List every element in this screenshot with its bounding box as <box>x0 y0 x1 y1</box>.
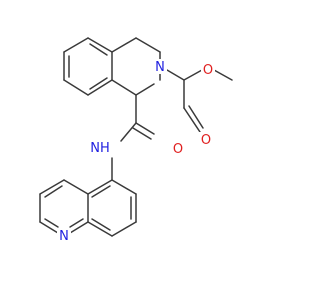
label-bg <box>57 228 71 243</box>
bond <box>87 179 113 195</box>
bond <box>44 185 63 198</box>
oxygen-ester-single-label: O <box>203 63 213 78</box>
structure-diagram: N O O O NH N <box>39 37 233 244</box>
label-bg <box>201 62 215 77</box>
bonds-main <box>39 69 233 237</box>
molecule-canvas: N O O O NH N <box>39 37 233 244</box>
label-backgrounds <box>57 59 215 243</box>
bond <box>183 107 201 133</box>
bond <box>135 83 155 96</box>
label-bg <box>166 135 180 150</box>
bond <box>111 221 137 237</box>
bond <box>87 221 113 237</box>
bond <box>89 43 108 56</box>
nitrogen-amide-label: NH <box>90 141 110 156</box>
label-bg <box>153 59 167 74</box>
bond <box>91 185 111 198</box>
bond <box>63 37 89 53</box>
bonds <box>63 37 161 96</box>
bond <box>69 218 84 228</box>
bond <box>89 77 108 90</box>
bond <box>111 37 137 53</box>
bond <box>183 69 203 81</box>
bond <box>188 105 204 129</box>
bond <box>87 79 113 96</box>
nitrogen-ring-label: N <box>155 60 165 75</box>
bond <box>87 37 113 53</box>
bond <box>44 218 59 228</box>
label-bg <box>199 132 213 147</box>
bond <box>135 37 161 53</box>
bond <box>111 79 137 96</box>
label-bg <box>87 139 115 155</box>
bond <box>135 122 155 135</box>
bond <box>111 179 137 195</box>
bond <box>91 218 111 231</box>
bond <box>63 79 89 96</box>
bond <box>69 221 89 234</box>
bond <box>166 69 185 81</box>
nitrogen-quinoline-label: N <box>59 229 69 244</box>
bond <box>213 69 233 81</box>
bond <box>132 127 152 140</box>
bond <box>63 179 89 195</box>
oxygen-amide-label: O <box>173 142 183 157</box>
bond <box>39 221 59 234</box>
bond <box>120 122 137 142</box>
oxygen-ester-double-label: O <box>201 133 211 148</box>
bond <box>39 179 65 195</box>
